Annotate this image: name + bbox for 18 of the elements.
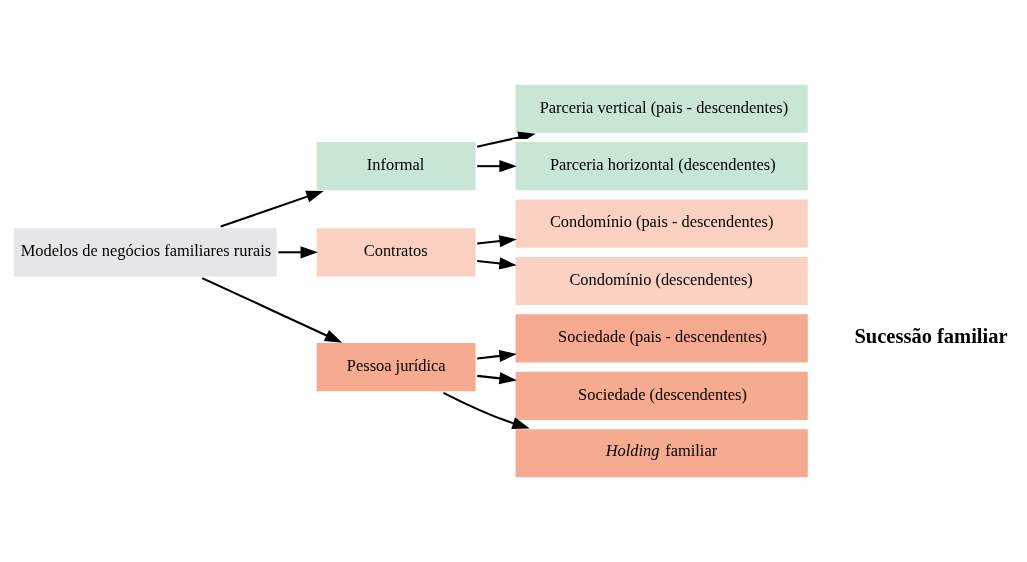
arrow (477, 372, 517, 385)
node-box: Parceria horizontal (descendentes) (512, 139, 811, 194)
arrow (220, 190, 324, 228)
node-box: Parceria vertical (pais - descendentes) (512, 81, 811, 136)
arrow (477, 257, 517, 270)
node-box: Contratos (313, 225, 479, 280)
label: Sucessão familiar (854, 324, 1008, 347)
node-box: Informal (313, 139, 479, 194)
arrow (477, 160, 517, 173)
node-box: Modelos de negócios familiares rurais (11, 225, 280, 280)
arrow (477, 235, 517, 248)
arrow (477, 349, 517, 363)
arrow (443, 391, 530, 430)
arrow (201, 277, 343, 343)
arrow (278, 246, 318, 259)
node-box: Sociedade (pais - descendentes) (512, 311, 811, 366)
node-box: Holding familiar (512, 426, 811, 481)
node-box: Condomínio (pais - descendentes) (512, 196, 811, 251)
